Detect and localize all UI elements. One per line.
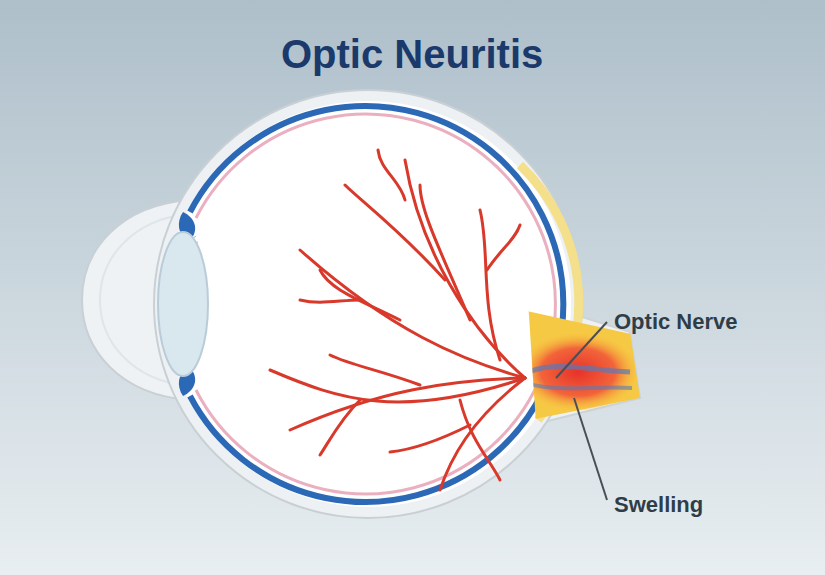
choroid [190, 106, 563, 502]
lens [158, 232, 208, 376]
nerve-fiber [528, 384, 632, 388]
leader-line [574, 398, 607, 500]
part-label: Optic Nerve [614, 309, 738, 335]
nerve-fiber [528, 366, 630, 372]
title: Optic Neuritis [281, 32, 543, 77]
part-label: Swelling [614, 492, 703, 518]
eye-globe [165, 101, 571, 507]
retina [196, 114, 555, 494]
swelling-area [516, 332, 640, 412]
retinal-vessels [270, 150, 525, 490]
leader-line [556, 322, 607, 378]
sclera [154, 90, 582, 518]
